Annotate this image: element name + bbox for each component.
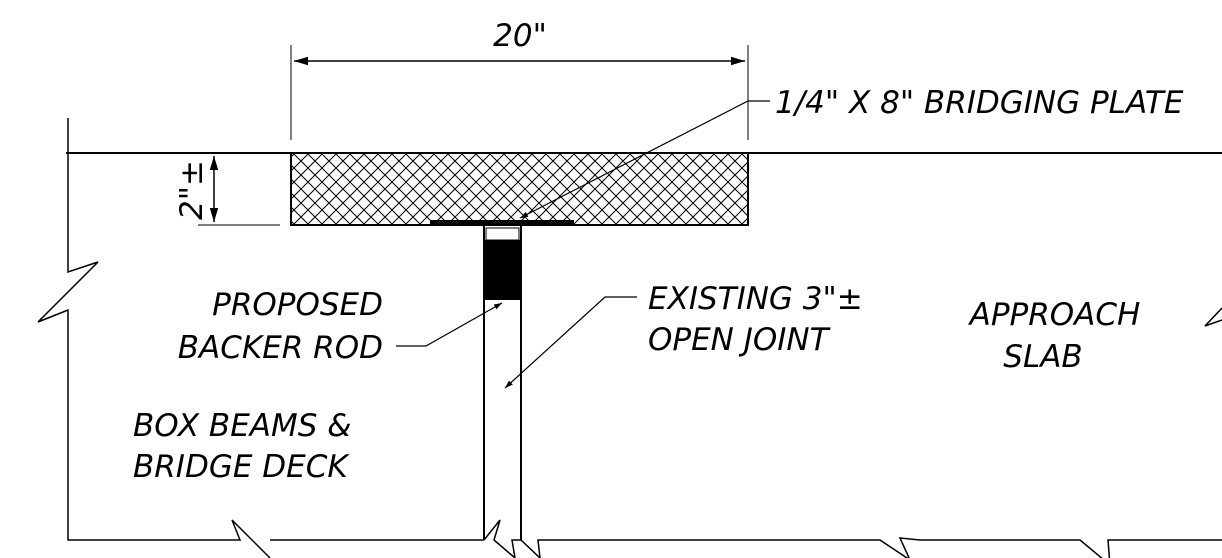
bridging-plate-label: 1/4" X 8" BRIDGING PLATE [775,85,1184,121]
backer-rod-label-line1: PROPOSED [212,287,383,323]
joint-bottom-break [483,519,521,558]
right-break-line [1204,307,1222,327]
left-break-line [37,118,271,558]
joint-top-seal [485,227,520,241]
width-dimension-label: 20" [493,18,547,54]
box-beams-label-line2: BRIDGE DECK [133,449,350,485]
bridging-plate [430,220,574,226]
backer-rod [484,240,521,300]
bottom-break-line [520,537,1222,558]
backer-rod-label-line2: BACKER ROD [178,330,383,366]
approach-slab-label-line1: APPROACH [968,297,1141,333]
open-joint-label-line1: EXISTING 3"± [648,281,863,317]
bridging-plate-leader [519,100,770,219]
open-joint-leader [504,296,637,389]
backer-rod-leader [396,302,503,347]
bridging-plate-pad [290,152,749,226]
box-beams-label-line1: BOX BEAMS & [133,408,351,444]
approach-slab-label-line2: SLAB [1003,339,1082,375]
depth-dimension-label: 2"± [174,160,210,220]
open-joint-label-line2: OPEN JOINT [648,322,831,358]
